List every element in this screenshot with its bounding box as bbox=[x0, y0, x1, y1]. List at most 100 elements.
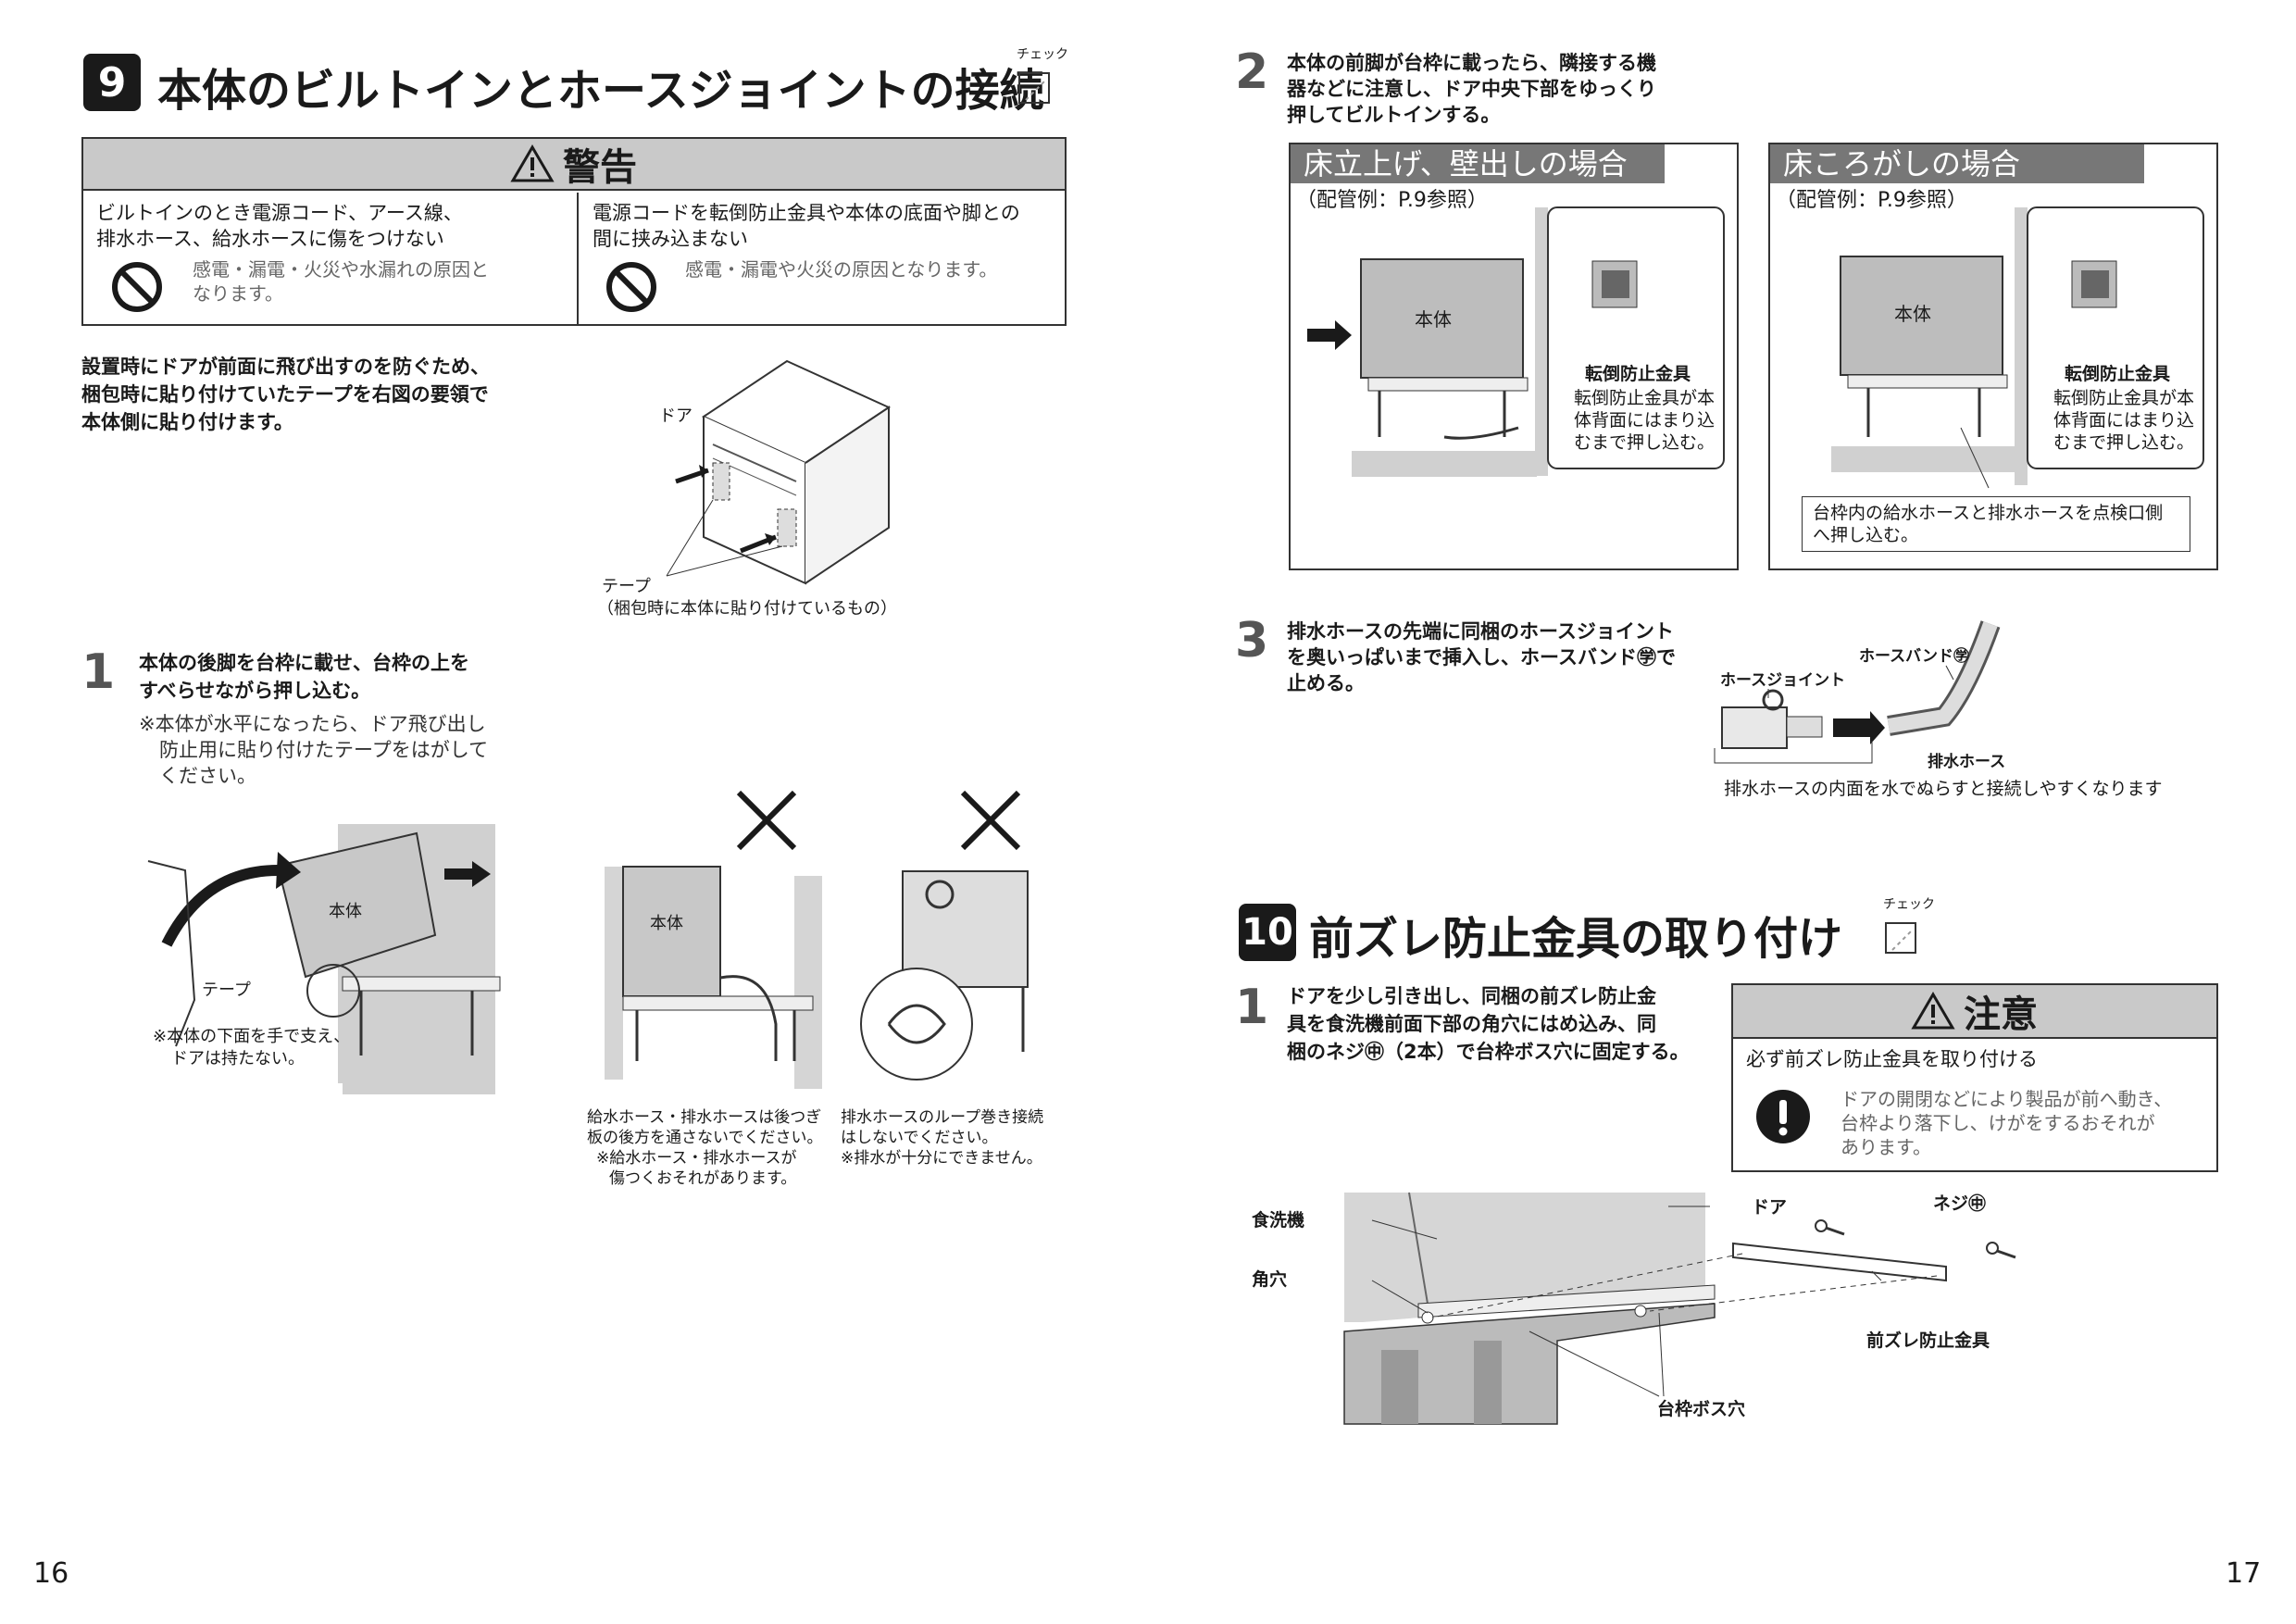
prohibited-icon bbox=[606, 262, 656, 312]
label-square-hole: 角穴 bbox=[1252, 1269, 1288, 1290]
warning-col1-body-2: なります。 bbox=[193, 282, 283, 305]
intro-line-2: 梱包時に貼り付けていたテープを右図の要領で bbox=[81, 383, 489, 406]
fig-c-note-2: はしないでください。 bbox=[841, 1129, 998, 1147]
check-label: チェック bbox=[1883, 897, 1935, 912]
sec10-step-1-text-3: 梱のネジ㊥（2本）で台枠ボス穴に固定する。 bbox=[1287, 1041, 1690, 1063]
label-door: ドア bbox=[1752, 1197, 1788, 1218]
hose-joint-label: ホースジョイント bbox=[1720, 671, 1846, 690]
step-3-number: 3 bbox=[1235, 613, 1269, 668]
panel-b-bracket-note-1: 転倒防止金具が本 bbox=[2053, 388, 2195, 408]
step-1-text-1: 本体の後脚を台枠に載せ、台枠の上を bbox=[139, 652, 469, 674]
fig-c-note-1: 排水ホースのループ巻き接続 bbox=[841, 1108, 1044, 1127]
caution-body-2: 台枠より落下し、けがをするおそれが bbox=[1841, 1112, 2155, 1134]
panel-b-hose-note-box bbox=[1802, 496, 2190, 552]
fig-b-note-4: 傷つくおそれがあります。 bbox=[609, 1169, 797, 1188]
sec10-step-1-text-1: ドアを少し引き出し、同梱の前ズレ防止金 bbox=[1287, 985, 1656, 1007]
step-1-number: 1 bbox=[81, 644, 116, 700]
warning-box bbox=[81, 137, 1067, 326]
fig-wrong-hose-loop bbox=[860, 790, 1029, 1081]
label-bracket: 前ズレ防止金具 bbox=[1866, 1330, 1990, 1351]
caution-box bbox=[1731, 983, 2218, 1172]
check-label: チェック bbox=[1017, 47, 1068, 62]
checkbox[interactable] bbox=[1885, 922, 1916, 954]
fig-c-note-3: ※排水が十分にできません。 bbox=[841, 1149, 1042, 1168]
intro-line-3: 本体側に貼り付けます。 bbox=[81, 411, 293, 433]
step-2-text-3: 押してビルトインする。 bbox=[1287, 104, 1501, 126]
step-3-text-1: 排水ホースの先端に同梱のホースジョイント bbox=[1287, 620, 1674, 643]
fig-a-note-2: ドアは持たない。 bbox=[171, 1049, 305, 1068]
warning-triangle-icon bbox=[510, 144, 555, 182]
step-2-text-1: 本体の前脚が台枠に載ったら、隣接する機 bbox=[1287, 52, 1656, 74]
page-number-right: 17 bbox=[2226, 1557, 2262, 1590]
panel-a-body-label: 本体 bbox=[1415, 308, 1452, 331]
panel-a-title: 床立上げ、壁出しの場合 bbox=[1304, 146, 1628, 181]
step-1-note-1: ※本体が水平になったら、ドア飛び出し bbox=[139, 713, 486, 735]
panel-a-bracket-note-3: むまで押し込む。 bbox=[1574, 432, 1716, 453]
panel-b-bracket-note-2: 体背面にはまり込 bbox=[2053, 410, 2195, 431]
panel-a-bracket-label: 転倒防止金具 bbox=[1585, 364, 1691, 384]
checkbox[interactable] bbox=[1018, 72, 1050, 104]
hose-joint-figure bbox=[1714, 620, 2001, 764]
fig-wrong-hose-route bbox=[605, 790, 822, 1089]
fig-b-body-label: 本体 bbox=[650, 914, 683, 933]
step-2-text-2: 器などに注意し、ドア中央下部をゆっくり bbox=[1287, 78, 1656, 100]
fig-tape-note: （梱包時に本体に貼り付けているもの） bbox=[597, 599, 897, 618]
panel-b-hose-note-1: 台枠内の給水ホースと排水ホースを点検口側 bbox=[1813, 503, 2164, 523]
prohibited-icon bbox=[112, 262, 162, 312]
warning-col1-heading-2: 排水ホース、給水ホースに傷をつけない bbox=[96, 228, 444, 250]
fig-a-note-1: ※本体の下面を手で支え、 bbox=[153, 1027, 351, 1046]
hose-band-label: ホースバンド㊫ bbox=[1859, 647, 1969, 666]
panel-b-title: 床ころがしの場合 bbox=[1783, 146, 2021, 181]
drain-hose-label: 排水ホース bbox=[1928, 753, 2006, 771]
warning-triangle-icon bbox=[1911, 992, 1955, 1030]
label-boss-hole: 台枠ボス穴 bbox=[1657, 1399, 1746, 1419]
fig-b-note-3: ※給水ホース・排水ホースが bbox=[596, 1149, 797, 1168]
panel-b-bracket-note-3: むまで押し込む。 bbox=[2053, 432, 2195, 453]
panel-b-title-bar bbox=[1770, 144, 2144, 183]
warning-col1-heading-1: ビルトインのとき電源コード、アース線、 bbox=[96, 202, 463, 224]
panel-b-diagram bbox=[1831, 206, 2204, 489]
fig-b-note-2: 板の後方を通さないでください。 bbox=[587, 1129, 823, 1147]
panel-a-diagram bbox=[1307, 206, 1725, 477]
caution-body-3: あります。 bbox=[1841, 1136, 1931, 1158]
page-number-left: 16 bbox=[33, 1557, 69, 1590]
warning-header: 警告 bbox=[83, 139, 1065, 191]
section-10-badge: 10 bbox=[1239, 904, 1296, 961]
fig-a-body-label: 本体 bbox=[329, 902, 362, 921]
warning-title: 警告 bbox=[563, 146, 637, 189]
step-2-number: 2 bbox=[1235, 44, 1269, 100]
panel-floor-raise bbox=[1289, 143, 1739, 570]
fig-slide-in bbox=[147, 824, 501, 1094]
fig-b-note-1: 給水ホース・排水ホースは後つぎ bbox=[587, 1108, 822, 1127]
tape-figure bbox=[666, 359, 892, 585]
panel-a-ref: （配管例：P.9参照） bbox=[1296, 189, 1488, 212]
hose-tip: 排水ホースの内面を水でぬらすと接続しやすくなります bbox=[1724, 779, 2163, 799]
sec10-step-1-text-2: 具を食洗機前面下部の角穴にはめ込み、同 bbox=[1287, 1013, 1656, 1035]
panel-floor-lay bbox=[1768, 143, 2218, 570]
caution-heading: 必ず前ズレ防止金具を取り付ける bbox=[1746, 1048, 2038, 1070]
warning-col2-heading-1: 電源コードを転倒防止金具や本体の底面や脚との bbox=[593, 202, 1020, 224]
exclamation-icon bbox=[1756, 1090, 1810, 1143]
intro-line-1: 設置時にドアが前面に飛び出すのを防ぐため、 bbox=[81, 356, 490, 378]
step-1-note-3: ください。 bbox=[159, 765, 256, 787]
caution-header: 注意 bbox=[1733, 985, 2216, 1039]
sec10-step-1-number: 1 bbox=[1235, 980, 1269, 1035]
warning-col1-body-1: 感電・漏電・火災や水漏れの原因と bbox=[193, 258, 489, 281]
step-3-text-3: 止める。 bbox=[1287, 672, 1365, 694]
panel-a-title-bar bbox=[1291, 144, 1665, 183]
fig-tape-label: テープ bbox=[602, 577, 651, 596]
section-10-title: 前ズレ防止金具の取り付け bbox=[1309, 913, 1843, 965]
warning-divider bbox=[577, 193, 579, 326]
label-screw: ネジ㊥ bbox=[1933, 1193, 1987, 1214]
warning-col2-heading-2: 間に挟み込まない bbox=[593, 228, 748, 250]
caution-title: 注意 bbox=[1964, 993, 2038, 1036]
caution-body-1: ドアの開閉などにより製品が前へ動き、 bbox=[1841, 1088, 2173, 1110]
section-9-title: 本体のビルトインとホースジョイントの接続 bbox=[157, 65, 1044, 117]
panel-b-bracket-label: 転倒防止金具 bbox=[2065, 364, 2171, 384]
front-bracket-diagram bbox=[1343, 1192, 2016, 1425]
panel-b-body-label: 本体 bbox=[1894, 303, 1931, 325]
step-1-text-2: すべらせながら押し込む。 bbox=[139, 680, 371, 702]
step-3-text-2: を奥いっぱいまで挿入し、ホースバンド㊫で bbox=[1287, 646, 1676, 668]
panel-b-ref: （配管例：P.9参照） bbox=[1776, 189, 1967, 212]
label-dishwasher: 食洗機 bbox=[1252, 1210, 1305, 1230]
